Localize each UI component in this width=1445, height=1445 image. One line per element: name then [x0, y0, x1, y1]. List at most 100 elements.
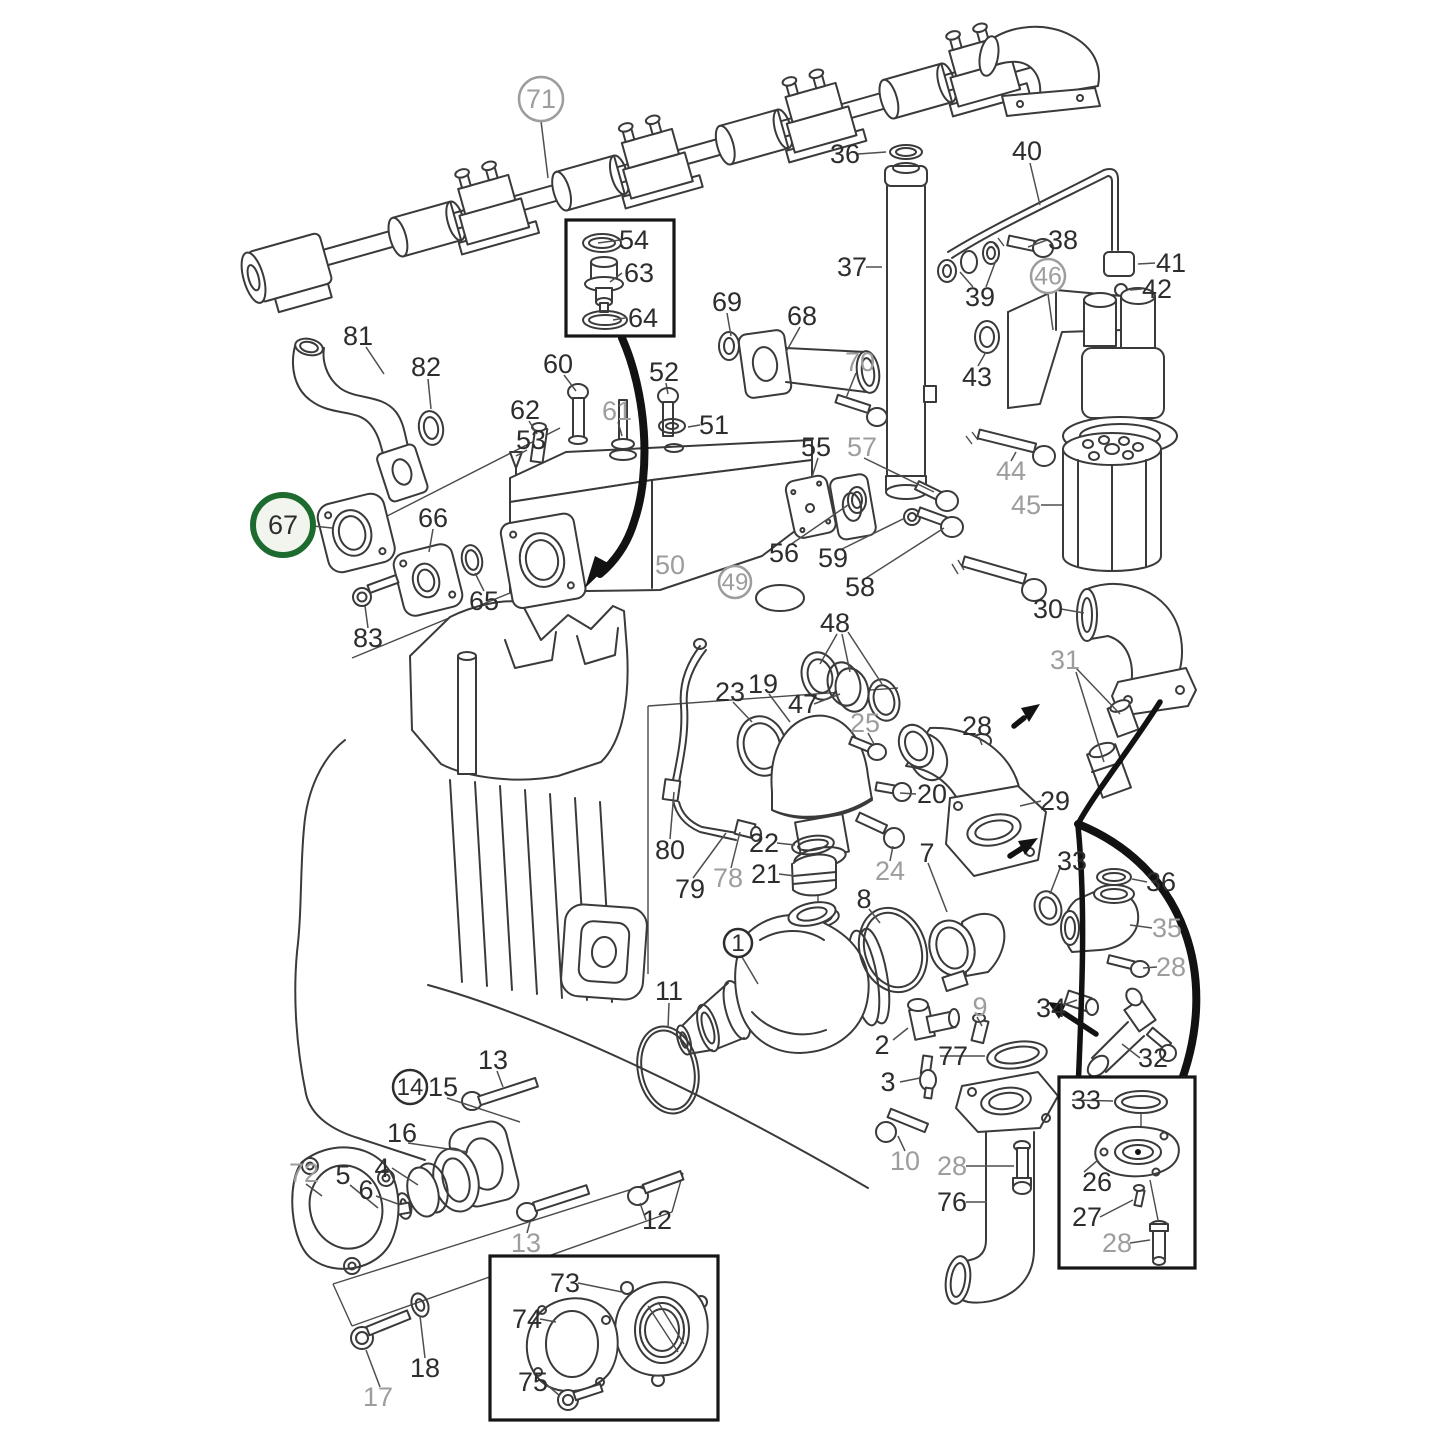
svg-text:81: 81	[343, 321, 373, 351]
svg-text:23: 23	[715, 677, 745, 707]
svg-text:34: 34	[1036, 993, 1066, 1023]
svg-text:26: 26	[1082, 1167, 1112, 1197]
elbow-30	[1084, 583, 1183, 691]
part-label-17-80: 17	[363, 1382, 393, 1412]
part-label-4-74: 4	[374, 1153, 389, 1183]
part-label-57-25: 57	[847, 432, 877, 462]
svg-text:30: 30	[1033, 594, 1063, 624]
part-label-52-17: 52	[649, 357, 679, 387]
svg-text:6: 6	[358, 1175, 373, 1205]
svg-text:43: 43	[962, 362, 992, 392]
part-label-83-36: 83	[353, 623, 383, 653]
part-label-46-11: 46	[1029, 257, 1067, 295]
leader-lines	[305, 120, 1158, 1397]
svg-text:79: 79	[675, 874, 705, 904]
part-label-18-81: 18	[410, 1353, 440, 1383]
svg-text:64: 64	[628, 303, 658, 333]
svg-text:13: 13	[478, 1045, 508, 1075]
svg-text:56: 56	[769, 538, 799, 568]
part-label-50-33: 50	[655, 550, 685, 580]
svg-text:58: 58	[845, 572, 875, 602]
part-label-21-53: 21	[751, 859, 781, 889]
outlet-hose-and-flanges	[291, 337, 484, 617]
part-label-30-37: 30	[1033, 594, 1063, 624]
part-label-68-13: 68	[787, 301, 817, 331]
part-label-63-4: 63	[624, 258, 654, 288]
part-label-23-40: 23	[715, 677, 745, 707]
svg-text:20: 20	[917, 779, 947, 809]
part-label-80-51: 80	[655, 835, 685, 865]
part-label-16-73: 16	[387, 1118, 417, 1148]
part-label-59-31: 59	[818, 543, 848, 573]
svg-text:21: 21	[751, 859, 781, 889]
svg-text:25: 25	[850, 708, 880, 738]
part-label-36-47: 36	[1146, 867, 1176, 897]
svg-text:37: 37	[837, 252, 867, 282]
shaft-pedestals	[454, 22, 1032, 256]
gasket-8	[857, 906, 929, 994]
rocker-shaft-assembly	[240, 22, 1101, 314]
svg-text:14: 14	[397, 1074, 424, 1101]
part-label-29-46: 29	[1040, 786, 1070, 816]
svg-text:24: 24	[875, 856, 905, 886]
inset-seal-housing-kit	[488, 1254, 720, 1422]
part-label-33-50: 33	[1057, 846, 1087, 876]
svg-text:39: 39	[965, 282, 995, 312]
svg-text:13: 13	[511, 1228, 541, 1258]
part-label-38-7: 38	[1048, 225, 1078, 255]
flange-66	[392, 543, 464, 617]
svg-text:52: 52	[649, 357, 679, 387]
exhaust-elbow-29-group	[897, 723, 1063, 926]
svg-text:78: 78	[713, 863, 743, 893]
svg-text:32: 32	[1138, 1043, 1168, 1073]
bypass-elbow-68	[718, 329, 888, 427]
part-label-34-59: 34	[1036, 993, 1066, 1023]
part-label-61-21: 61	[602, 396, 632, 426]
svg-text:4: 4	[374, 1153, 389, 1183]
svg-text:28: 28	[1156, 952, 1186, 982]
part-label-75-84: 75	[518, 1367, 548, 1397]
part-label-53-22: 53	[516, 425, 546, 455]
svg-text:59: 59	[818, 543, 848, 573]
part-label-10-67: 10	[890, 1146, 920, 1176]
svg-text:66: 66	[418, 503, 448, 533]
svg-text:67: 67	[268, 510, 298, 540]
part-label-28-44: 28	[962, 711, 992, 741]
part-label-64-5: 64	[628, 303, 658, 333]
thermostat-housing	[499, 383, 964, 612]
water-pump-body	[734, 913, 870, 1054]
svg-text:75: 75	[518, 1367, 548, 1397]
part-label-39-8: 39	[965, 282, 995, 312]
part-label-58-32: 58	[845, 572, 875, 602]
oil-filter-45	[1062, 432, 1162, 572]
drain-pipe-76	[961, 1131, 987, 1263]
part-label-25-43: 25	[850, 708, 880, 738]
svg-text:47: 47	[788, 689, 818, 719]
part-label-7-57: 7	[919, 838, 934, 868]
part-label-43-19: 43	[962, 362, 992, 392]
svg-text:5: 5	[335, 1160, 350, 1190]
inset-drain-cover-kit	[1057, 1075, 1197, 1270]
svg-text:46: 46	[1034, 263, 1062, 291]
svg-text:71: 71	[526, 84, 556, 114]
part-label-45-27: 45	[1011, 490, 1041, 520]
part-label-44-26: 44	[996, 456, 1026, 486]
part-label-19-41: 19	[748, 669, 778, 699]
svg-text:61: 61	[602, 396, 632, 426]
svg-text:69: 69	[712, 287, 742, 317]
svg-text:54: 54	[619, 225, 649, 255]
svg-text:28: 28	[1102, 1228, 1132, 1258]
svg-text:40: 40	[1012, 136, 1042, 166]
svg-text:11: 11	[655, 976, 683, 1006]
oil-filter-assembly	[951, 287, 1197, 799]
part-label-82-15: 82	[411, 352, 441, 382]
svg-text:36: 36	[830, 139, 860, 169]
part-label-32-60: 32	[1138, 1043, 1168, 1073]
part-label-35-48: 35	[1152, 913, 1182, 943]
water-pump-group	[675, 901, 1006, 1056]
part-label-48-39: 48	[820, 608, 850, 638]
part-label-13-70: 13	[478, 1045, 508, 1075]
svg-text:60: 60	[543, 349, 573, 379]
